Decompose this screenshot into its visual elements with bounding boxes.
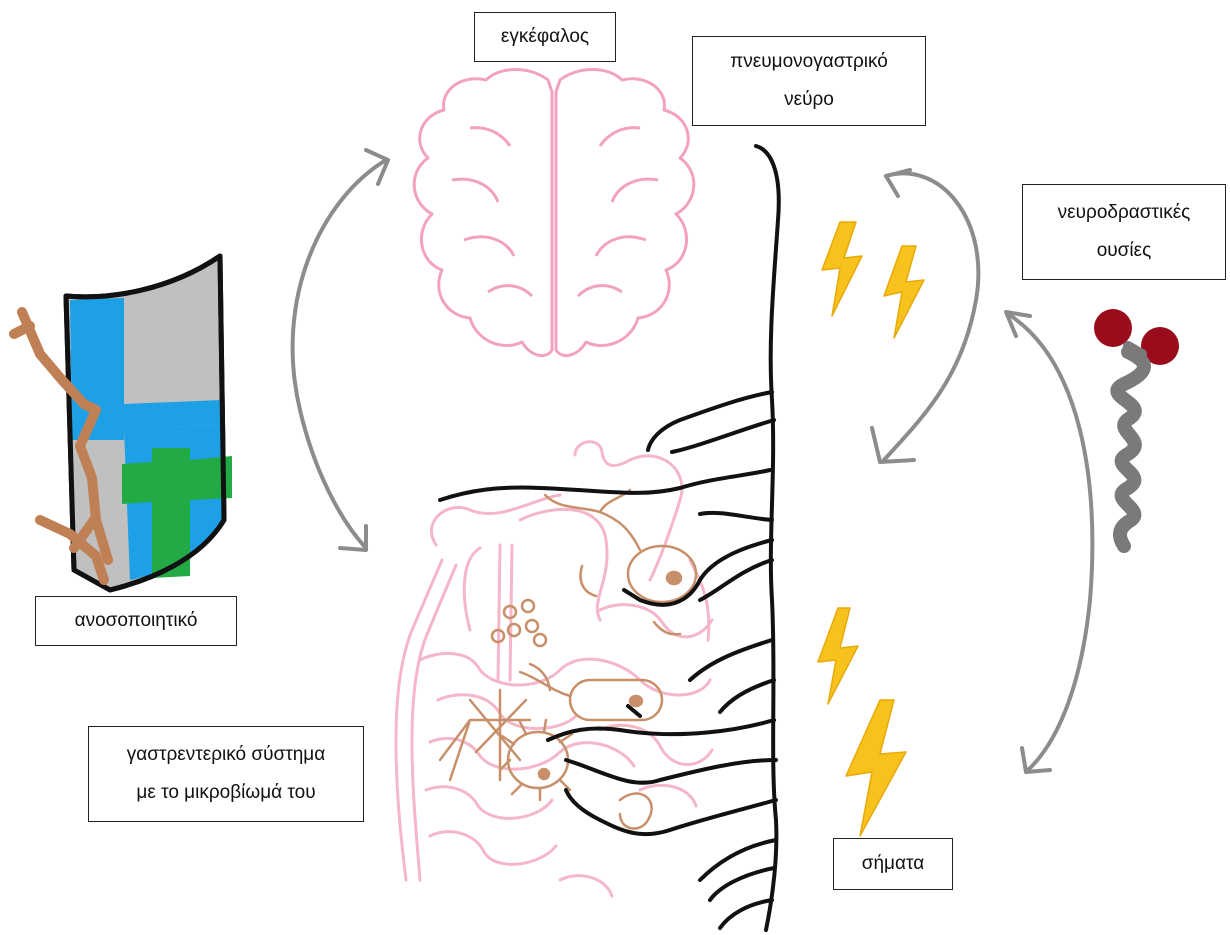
gut-label-line2: με το μικροβίωμά του [136, 774, 315, 812]
signals-label-text: σήματα [862, 847, 924, 881]
bacteria-icon [440, 490, 696, 829]
immune-label-text: ανοσοποιητικό [75, 604, 198, 638]
immune-system-label: ανοσοποιητικό [35, 596, 237, 646]
lightning-icon [818, 222, 924, 836]
signals-label: σήματα [833, 838, 953, 890]
brain-icon [414, 70, 694, 356]
vagus-nerve-label: πνευμονογαστρικό νεύρο [692, 36, 926, 126]
vagus-nerve-icon [440, 146, 779, 930]
gut-system-label: γαστρεντερικό σύστημα με το μικροβίωμά τ… [88, 726, 364, 822]
neuroactive-substances-label: νευροδραστικές ουσίες [1022, 184, 1226, 280]
brain-label-text: εγκέφαλος [501, 20, 589, 54]
vagus-nerve-label-line2: νεύρο [784, 81, 834, 119]
gut-icon [396, 442, 712, 896]
vagus-nerve-label-line1: πνευμονογαστρικό [730, 43, 888, 81]
brain-label: εγκέφαλος [474, 12, 616, 62]
gut-label-line1: γαστρεντερικό σύστημα [127, 736, 325, 774]
molecule-icon [1094, 309, 1179, 546]
neuroactive-label-line1: νευροδραστικές [1058, 194, 1191, 232]
neuroactive-label-line2: ουσίες [1097, 232, 1152, 270]
